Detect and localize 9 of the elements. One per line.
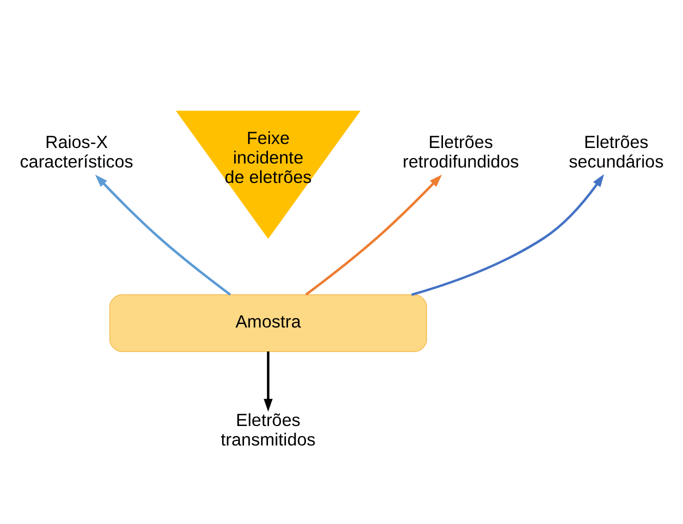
node-box: Amostra <box>109 294 428 352</box>
arrow <box>264 352 273 412</box>
node-text: Eletrões retrodifundidos <box>402 132 519 172</box>
arrow <box>95 174 232 296</box>
arrow <box>411 174 604 296</box>
node-text: Eletrões transmitidos <box>220 410 316 450</box>
node-text: Eletrões secundários <box>568 132 664 172</box>
node-text: Raios-X característicos <box>20 132 134 172</box>
arrow <box>305 174 442 296</box>
